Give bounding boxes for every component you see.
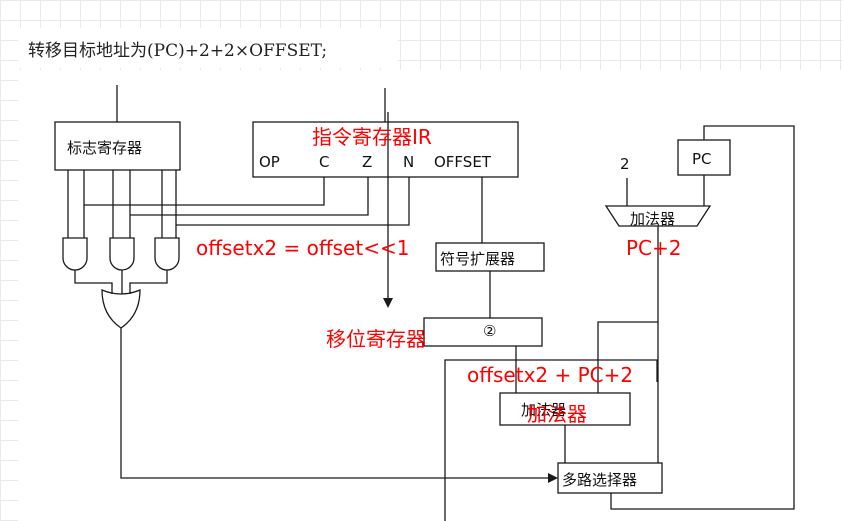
annotation-ir: 指令寄存器IR <box>312 125 432 149</box>
adder-top-shape <box>604 205 712 227</box>
shift-register-number: ② <box>483 322 497 340</box>
or-gate <box>101 289 141 329</box>
and-gate-3 <box>154 237 180 271</box>
annotation-shift-register: 移位寄存器 <box>326 327 426 351</box>
title-background <box>18 28 398 68</box>
and-gate-1 <box>62 237 88 271</box>
mux-box <box>557 462 663 494</box>
sign-extender-label: 符号扩展器 <box>440 250 516 268</box>
ir-field-n: N <box>403 153 415 171</box>
const-two: 2 <box>620 155 630 173</box>
and-gate-2 <box>109 237 135 271</box>
flag-register-label: 标志寄存器 <box>67 139 143 157</box>
ir-field-z: Z <box>362 153 373 171</box>
adder-left-label: 加法器 <box>521 401 567 419</box>
pc-label: PC <box>692 150 712 168</box>
mux-label: 多路选择器 <box>562 471 638 489</box>
ir-field-offset: OFFSET <box>434 153 491 171</box>
adder-top-label: 加法器 <box>630 210 676 228</box>
annotation-pc-plus-2: PC+2 <box>626 236 682 260</box>
annotation-sum-formula: offsetx2 + PC+2 <box>467 363 634 387</box>
annotation-adder: 加法器 <box>527 402 587 426</box>
ir-field-c: C <box>319 153 330 171</box>
annotation-offset-formula: offsetx2 = offset<<1 <box>196 236 410 260</box>
page-heading: 转移目标地址为(PC)+2+2×OFFSET; <box>28 41 328 61</box>
shift-register-box <box>423 317 543 347</box>
ir-field-op: OP <box>259 153 280 171</box>
diagram-background <box>18 70 843 521</box>
